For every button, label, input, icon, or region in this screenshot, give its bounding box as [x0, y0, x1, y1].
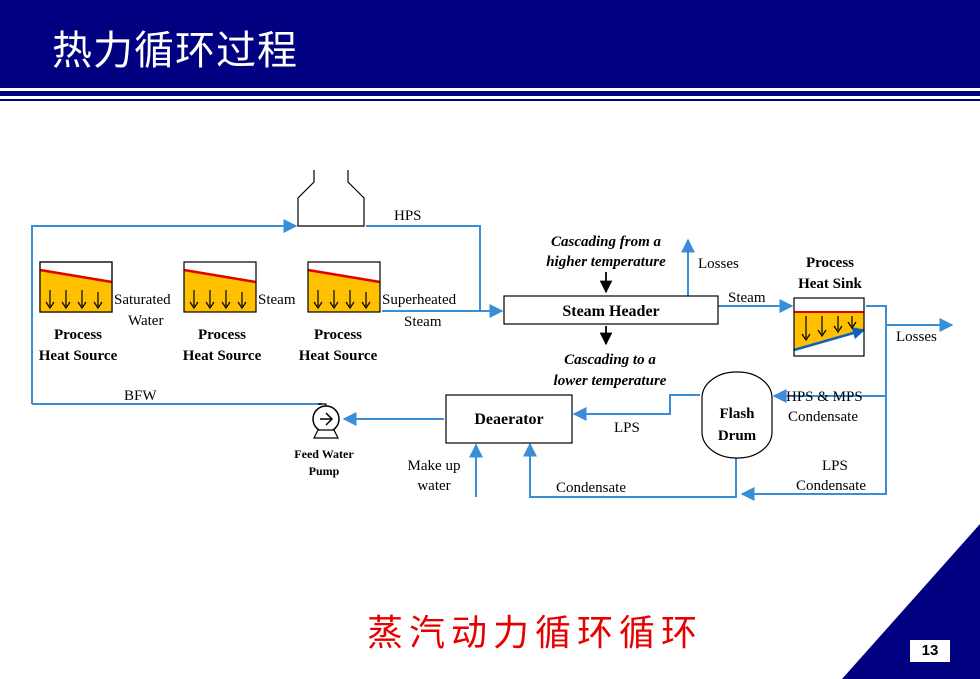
- slide-title: 热力循环过程: [52, 28, 298, 74]
- deaerator: Deaerator: [445, 394, 573, 444]
- sink-return-line: [740, 305, 887, 501]
- lps-condensate-label: Condensate: [796, 478, 866, 494]
- process-heat-sink: [793, 297, 866, 357]
- flash-drum-label-2: Drum: [718, 428, 757, 444]
- pump-label-1: Feed Water: [294, 447, 354, 461]
- losses-right-label: Losses: [896, 329, 937, 345]
- page-number: 13: [910, 640, 950, 662]
- lps-line: [572, 394, 700, 421]
- heat-source-2-label-1: Process: [198, 327, 246, 343]
- slide-subtitle: 蒸汽动力循环循环: [366, 613, 703, 654]
- steam-header-label: Steam Header: [562, 303, 659, 320]
- heat-source-3-label-1: Process: [314, 327, 362, 343]
- flow-lines: [31, 219, 954, 501]
- saturated-label: Saturated: [114, 292, 171, 308]
- title-bar: 热力循环过程: [0, 0, 980, 88]
- hps-label: HPS: [394, 208, 422, 224]
- lps-label-2: LPS: [822, 458, 848, 474]
- lps-label: LPS: [614, 420, 640, 436]
- heat-source-1-label-1: Process: [54, 327, 102, 343]
- heat-source-1-label-2: Heat Source: [39, 348, 118, 364]
- steam-header: Steam Header: [503, 295, 719, 325]
- heat-source-3-label-2: Heat Source: [299, 348, 378, 364]
- title-rule-thick: [0, 91, 980, 96]
- make-up-label-2: water: [417, 478, 450, 494]
- heat-source-1: [39, 261, 113, 313]
- hps-line-2: [366, 225, 481, 311]
- cascade-down-text-2: lower temperature: [554, 373, 667, 389]
- losses-top-label: Losses: [698, 256, 739, 272]
- pump-label-2: Pump: [309, 464, 340, 478]
- cascade-up-text-1: Cascading from a: [551, 234, 662, 250]
- deaerator-label: Deaerator: [474, 411, 543, 428]
- condensate-line: [523, 442, 737, 498]
- steam-label-1: Steam: [258, 292, 296, 308]
- hps-mps-condensate-label: Condensate: [788, 409, 858, 425]
- heat-source-2: [183, 261, 257, 313]
- feed-water-pump-icon: [310, 403, 340, 439]
- boiler-icon: [297, 170, 365, 227]
- title-rule-thin: [0, 99, 980, 101]
- heat-source-2-label-2: Heat Source: [183, 348, 262, 364]
- cascade-up-text-2: higher temperature: [546, 254, 666, 270]
- hps-line: [31, 219, 298, 404]
- superheated-label: Superheated: [382, 292, 457, 308]
- flash-drum: Flash Drum: [701, 371, 773, 459]
- heat-sink-label-2: Heat Sink: [798, 276, 862, 292]
- superheated-steam-label: Steam: [404, 314, 442, 330]
- condensate-label: Condensate: [556, 480, 626, 496]
- heat-sink-label-1: Process: [806, 255, 854, 271]
- heat-source-3: [307, 261, 381, 313]
- water-label: Water: [128, 313, 163, 329]
- flash-drum-label-1: Flash: [719, 406, 755, 422]
- steam-to-sink-label: Steam: [728, 290, 766, 306]
- cascade-down-text-1: Cascading to a: [564, 352, 656, 368]
- hps-mps-label: HPS & MPS: [786, 389, 863, 405]
- bfw-label: BFW: [124, 388, 157, 404]
- make-up-label-1: Make up: [408, 458, 461, 474]
